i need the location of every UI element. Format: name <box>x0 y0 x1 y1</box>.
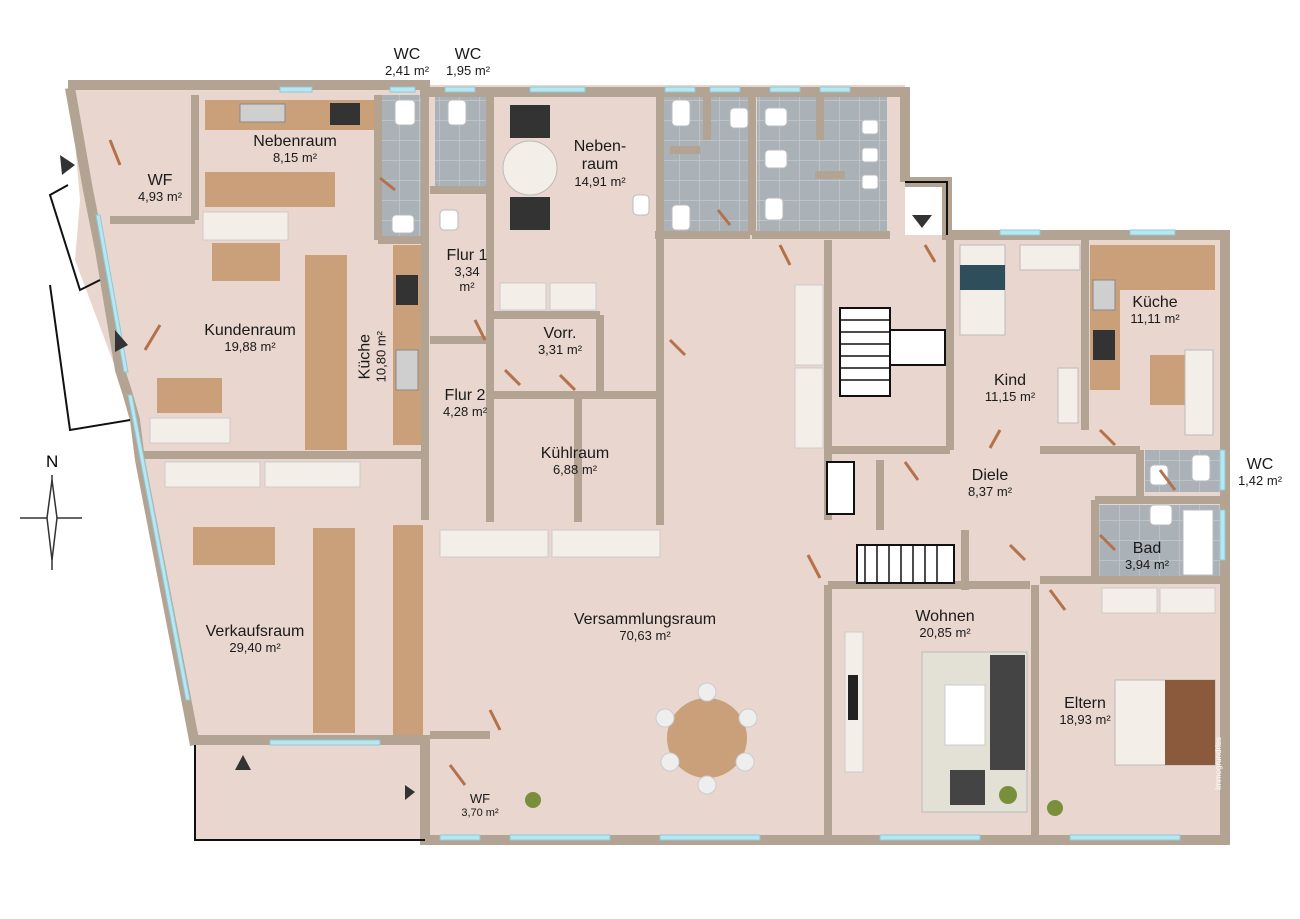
room-area: 19,88 m² <box>224 339 276 355</box>
room-area: 8,15 m² <box>272 150 318 166</box>
room-area: 18,93 m² <box>1059 712 1111 728</box>
room-versammlungsraum: Versammlungsraum 70,63 m² <box>545 611 745 644</box>
room-area: 3,34 <box>454 264 480 280</box>
room-name: Flur 2 <box>444 387 486 404</box>
room-area: 11,11 m² <box>1130 311 1180 327</box>
room-name: Flur 1 <box>446 247 488 264</box>
room-name: Diele <box>971 467 1009 484</box>
room-name: Neben- <box>573 138 627 155</box>
room-name-2: raum <box>581 156 619 174</box>
sanitary-fixtures <box>391 99 1211 526</box>
room-flur-1: Flur 1 3,34 m² <box>432 247 502 295</box>
room-area-unit: m² <box>459 279 475 295</box>
compass-icon <box>20 475 82 570</box>
room-name: Eltern <box>1064 695 1106 712</box>
furniture <box>149 105 1216 813</box>
room-name: Kundenraum <box>204 322 296 339</box>
entrance-markers <box>60 155 932 800</box>
room-nebenraum-2: Neben- raum 14,91 m² <box>555 138 645 190</box>
room-area: 6,88 m² <box>552 462 598 478</box>
room-area: 14,91 m² <box>574 173 626 189</box>
room-kuehlraum: Kühlraum 6,88 m² <box>525 445 625 478</box>
room-bad: Bad 3,94 m² <box>1112 540 1182 573</box>
room-area: 29,40 m² <box>229 640 281 656</box>
room-area: 4,28 m² <box>442 404 488 420</box>
room-name: Verkaufsraum <box>205 623 305 640</box>
compass-north-label: N <box>46 452 59 471</box>
room-kind: Kind 11,15 m² <box>965 372 1055 405</box>
room-wc-3: WC 1,42 m² <box>1230 456 1290 489</box>
room-area: 10,80 m² <box>373 331 389 383</box>
room-name: Kühlraum <box>540 445 610 462</box>
room-wohnen: Wohnen 20,85 m² <box>895 608 995 641</box>
room-name: WC <box>1246 456 1274 473</box>
room-name: WF <box>469 791 491 806</box>
room-wf-1: WF 4,93 m² <box>125 172 195 205</box>
exterior-outline <box>48 181 948 841</box>
room-area: 20,85 m² <box>919 625 971 641</box>
room-wc-2: WC 1,95 m² <box>438 46 498 79</box>
room-name: Bad <box>1132 540 1162 557</box>
room-area: 70,63 m² <box>619 628 671 644</box>
room-vorr: Vorr. 3,31 m² <box>520 325 600 358</box>
room-name: Vorr. <box>543 325 577 342</box>
room-area: 1,42 m² <box>1237 473 1283 489</box>
room-verkaufsraum: Verkaufsraum 29,40 m² <box>185 623 325 656</box>
room-wf-2: WF 3,70 m² <box>450 791 510 820</box>
room-area: 3,70 m² <box>461 806 499 819</box>
room-area: 11,15 m² <box>984 389 1036 405</box>
room-name: Wohnen <box>915 608 975 625</box>
room-name: WC <box>393 46 421 63</box>
room-name: Kind <box>993 372 1027 389</box>
counters <box>193 100 1215 735</box>
room-area: 8,37 m² <box>967 484 1013 500</box>
doors <box>108 139 1177 786</box>
room-kueche-1: Küche 10,80 m² <box>356 297 389 417</box>
room-name: WF <box>147 172 173 189</box>
room-name: WC <box>454 46 482 63</box>
plants <box>525 786 1063 816</box>
watermark: Immogrundriss <box>1214 737 1223 790</box>
room-name: Küche <box>1132 294 1178 311</box>
room-area: 1,95 m² <box>445 63 491 79</box>
room-diele: Diele 8,37 m² <box>950 467 1030 500</box>
room-nebenraum-1: Nebenraum 8,15 m² <box>235 133 355 166</box>
room-name: Nebenraum <box>253 133 337 150</box>
room-eltern: Eltern 18,93 m² <box>1040 695 1130 728</box>
room-flur-2: Flur 2 4,28 m² <box>430 387 500 420</box>
room-kueche-2: Küche 11,11 m² <box>1115 294 1195 327</box>
room-area: 3,31 m² <box>537 342 583 358</box>
windows <box>95 86 1226 841</box>
room-name: Versammlungsraum <box>573 611 717 628</box>
room-name: Küche <box>356 333 374 380</box>
room-kundenraum: Kundenraum 19,88 m² <box>185 322 315 355</box>
room-area: 2,41 m² <box>384 63 430 79</box>
room-wc-1: WC 2,41 m² <box>382 46 432 79</box>
stairs <box>826 307 955 584</box>
room-area: 3,94 m² <box>1124 557 1170 573</box>
room-area: 4,93 m² <box>137 189 183 205</box>
